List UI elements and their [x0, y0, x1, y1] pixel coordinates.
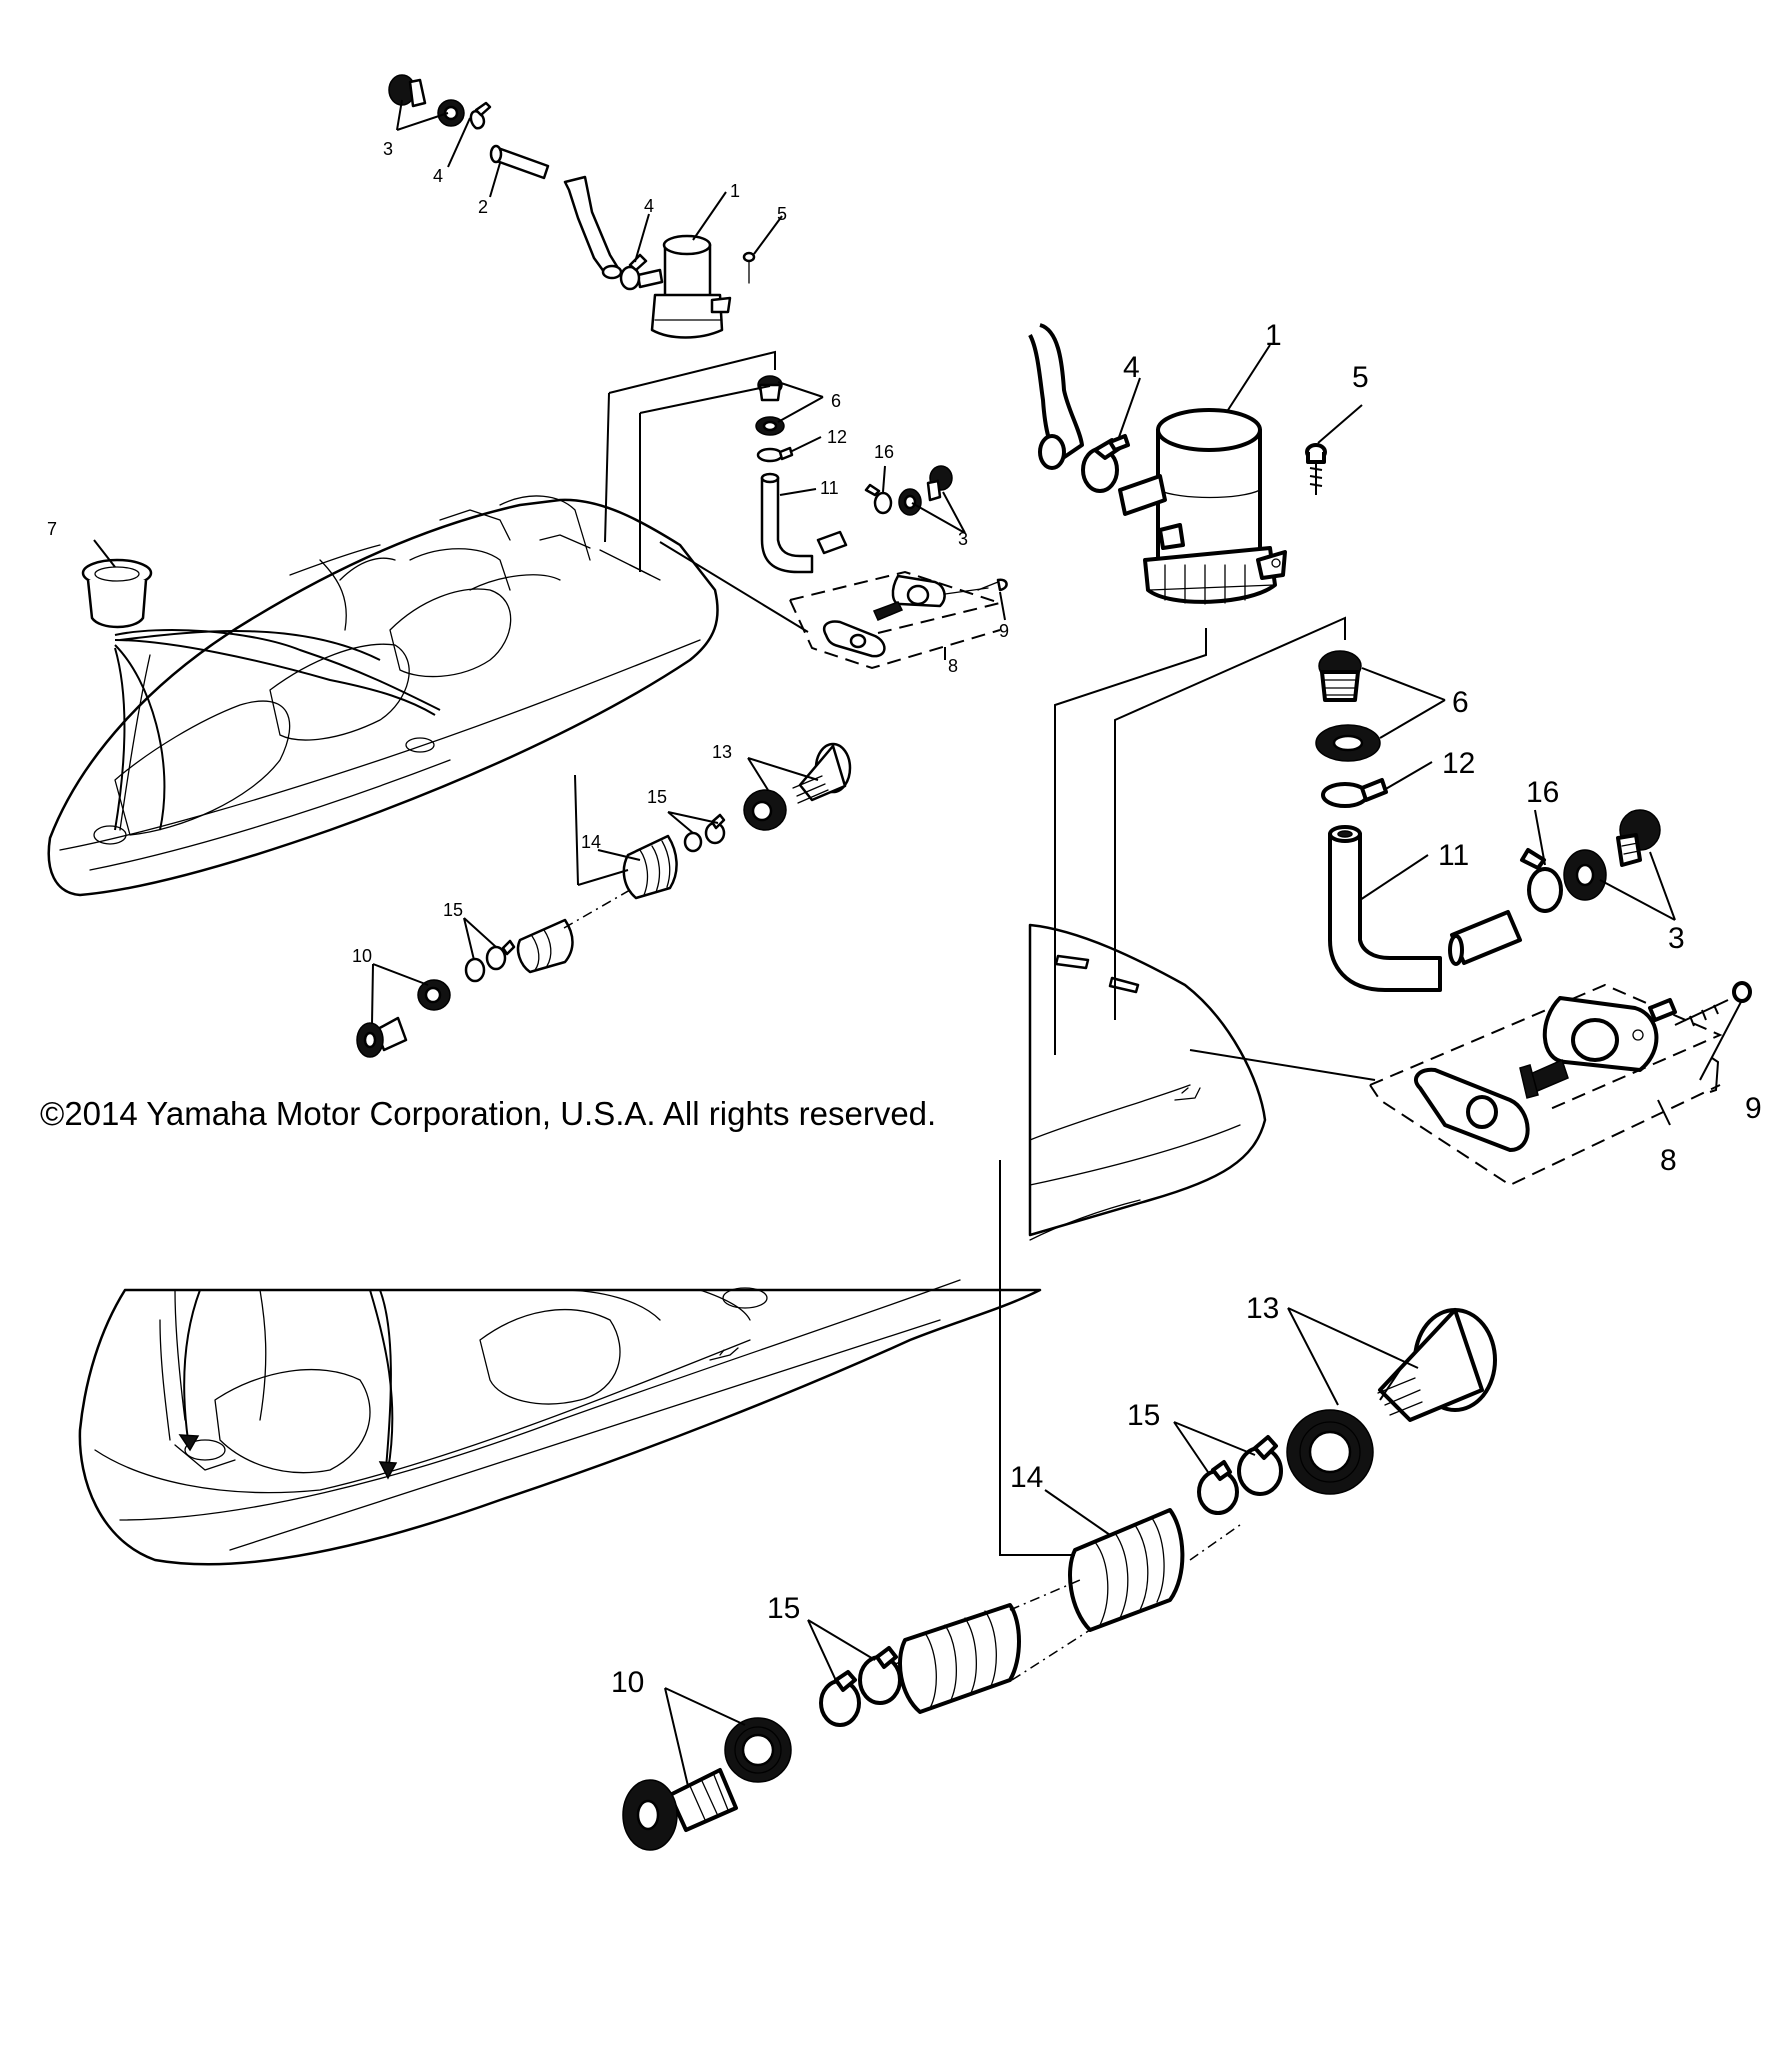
overview-boat-hull	[47, 495, 719, 897]
detail-label-12: 12	[1442, 747, 1475, 780]
detail-hull-bow	[78, 1279, 1042, 1566]
detail-label-11: 11	[1438, 839, 1469, 872]
overview-wiring	[114, 629, 441, 831]
overview-part-10-drain-plug	[356, 979, 451, 1058]
detail-label-9: 9	[1745, 1092, 1762, 1125]
detail-labels: 1 4 5 6 12 11 16 3 9 8 13 15 14 15 10	[611, 319, 1762, 1699]
overview-label-1: 1	[730, 181, 740, 201]
copyright-notice: ©2014 Yamaha Motor Corporation, U.S.A. A…	[40, 1095, 937, 1132]
detail-part-15-clamps-lower	[819, 1646, 902, 1727]
overview-label-4-top: 4	[433, 166, 443, 186]
overview-part-16-clamp	[864, 483, 893, 515]
detail-label-1: 1	[1265, 319, 1282, 352]
overview-part-6-fitting	[755, 375, 785, 436]
detail-part-13-drain-plug	[1286, 1308, 1497, 1495]
overview-part-14-bellows	[516, 834, 678, 974]
overview-label-3-top: 3	[383, 139, 393, 159]
overview-label-2: 2	[478, 197, 488, 217]
detail-part-3-fitting	[1563, 809, 1661, 901]
detail-hull-section	[1028, 923, 1267, 1241]
overview-label-8: 8	[948, 656, 958, 676]
detail-label-15-upper: 15	[1127, 1399, 1160, 1432]
overview-label-15-upper: 15	[647, 787, 667, 807]
detail-part-14-bellows	[869, 1508, 1241, 1714]
overview-label-4-pump: 4	[644, 196, 654, 216]
detail-part-11-hose	[1328, 825, 1522, 992]
detail-part-12-clamp	[1321, 778, 1388, 808]
detail-label-5: 5	[1352, 361, 1369, 394]
detail-part-15-clamps-upper	[1197, 1435, 1283, 1515]
overview-label-12: 12	[827, 427, 847, 447]
overview-part-7-receptacle	[81, 558, 153, 629]
overview-label-10: 10	[352, 946, 372, 966]
overview-part-15-clamps-lower	[464, 939, 516, 983]
detail-part-5-screw	[1305, 443, 1327, 495]
detail-assembly: 1 4 5 6 12 11 16 3 9 8 13 15 14 15 10	[78, 319, 1762, 1851]
overview-label-9: 9	[999, 621, 1009, 641]
detail-label-13: 13	[1246, 1292, 1279, 1325]
detail-label-6: 6	[1452, 686, 1469, 719]
overview-part-12-clamp	[756, 446, 794, 463]
overview-part-5-screw	[742, 251, 756, 284]
detail-part-8-valve-assembly	[1369, 981, 1752, 1187]
overview-label-3-right: 3	[958, 529, 968, 549]
overview-label-16: 16	[874, 442, 894, 462]
detail-pump-inlet-hose	[1028, 323, 1084, 470]
overview-part-2-hose	[489, 144, 623, 280]
overview-label-15-lower: 15	[443, 900, 463, 920]
overview-label-13: 13	[712, 742, 732, 762]
overview-label-6: 6	[831, 391, 841, 411]
detail-part-4-clamp	[1081, 434, 1130, 493]
detail-label-3: 3	[1668, 922, 1685, 955]
detail-part-6-fitting	[1315, 650, 1381, 762]
overview-label-7: 7	[47, 519, 57, 539]
detail-label-8: 8	[1660, 1144, 1677, 1177]
overview-label-5: 5	[777, 204, 787, 224]
overview-assembly: 1 2 3 3 4 4 5 6 7 8 9 10 11 12 13 14 15 …	[47, 74, 1009, 1058]
detail-part-16-clamp	[1520, 848, 1563, 913]
overview-part-3-fitting-right	[898, 465, 953, 516]
overview-part-3-fitting	[388, 74, 492, 130]
overview-label-11: 11	[820, 478, 839, 498]
overview-part-8-valve-assembly	[789, 570, 1008, 670]
detail-label-16: 16	[1526, 776, 1559, 809]
detail-part-1-pump	[1118, 408, 1287, 605]
overview-part-13-drain-plug	[743, 742, 852, 831]
detail-part-10-drain-plug	[622, 1717, 792, 1851]
overview-label-14: 14	[581, 832, 601, 852]
detail-label-14: 14	[1010, 1461, 1043, 1494]
detail-label-15-lower: 15	[767, 1592, 800, 1625]
detail-label-4: 4	[1123, 351, 1140, 384]
overview-part-11-hose	[760, 472, 848, 574]
overview-labels: 1 2 3 3 4 4 5 6 7 8 9 10 11 12 13 14 15 …	[47, 139, 1009, 966]
overview-leader-lines	[93, 99, 1006, 1025]
detail-leader-lines	[664, 344, 1743, 1787]
overview-part-1-pump	[636, 234, 732, 339]
detail-label-10: 10	[611, 1666, 644, 1699]
